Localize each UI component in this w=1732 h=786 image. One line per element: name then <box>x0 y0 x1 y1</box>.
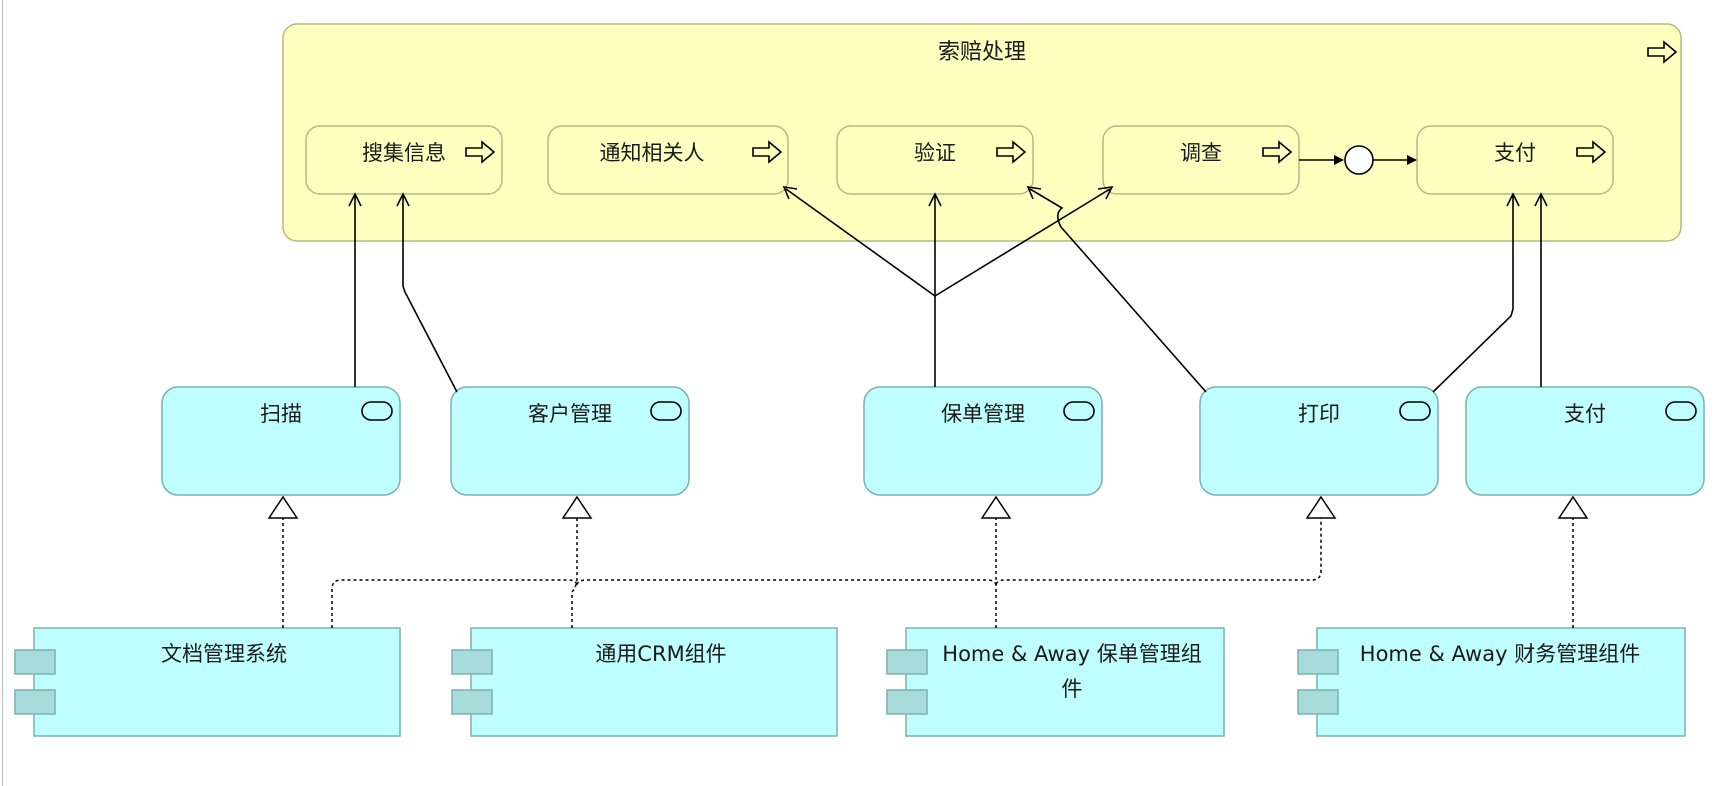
component-label: 件 <box>1062 677 1083 701</box>
subprocess-pay[interactable]: 支付 <box>1416 125 1614 195</box>
component-label: Home & Away 财务管理组件 <box>1360 642 1640 666</box>
component-document-mgmt[interactable]: 文档管理系统 <box>14 627 401 737</box>
subprocess-gather-info[interactable]: 搜集信息 <box>305 125 503 195</box>
service-pill-icon <box>1063 401 1095 421</box>
component-tab-icon <box>886 689 928 715</box>
junction-circle-icon <box>1344 145 1374 175</box>
component-tab-icon <box>1297 689 1339 715</box>
component-label: 通用CRM组件 <box>595 642 726 666</box>
subprocess-label: 验证 <box>914 141 956 165</box>
realization-triangle-icon <box>980 495 1012 519</box>
process-arrow-icon <box>752 140 783 164</box>
component-tab-icon <box>14 689 56 715</box>
realization-triangle-icon <box>1305 495 1337 519</box>
service-customer-mgmt[interactable]: 客户管理 <box>450 386 690 496</box>
trigger-flow-investigate-to-pay <box>1299 145 1417 175</box>
process-arrow-icon <box>996 140 1027 164</box>
process-arrow-icon <box>465 140 496 164</box>
subprocess-label: 调查 <box>1180 141 1222 165</box>
service-print[interactable]: 打印 <box>1199 386 1439 496</box>
component-tab-icon <box>1297 649 1339 675</box>
service-label: 客户管理 <box>528 402 612 426</box>
realization-triangle-icon <box>1557 495 1589 519</box>
subprocess-notify[interactable]: 通知相关人 <box>547 125 789 195</box>
service-pill-icon <box>1399 401 1431 421</box>
process-arrow-icon <box>1647 40 1678 64</box>
component-label: Home & Away 保单管理组 <box>942 642 1201 666</box>
service-label: 扫描 <box>260 402 302 426</box>
service-pill-icon <box>361 401 393 421</box>
serving-relations <box>348 185 1548 393</box>
subprocess-investigate[interactable]: 调查 <box>1102 125 1300 195</box>
service-label: 打印 <box>1298 402 1340 426</box>
component-tab-icon <box>451 689 493 715</box>
service-payment[interactable]: 支付 <box>1465 386 1705 496</box>
process-title: 索赔处理 <box>938 40 1026 65</box>
subprocess-label: 搜集信息 <box>362 141 446 165</box>
component-finance-mgmt[interactable]: Home & Away 财务管理组件 <box>1297 627 1686 737</box>
process-arrow-icon <box>1576 140 1607 164</box>
service-label: 支付 <box>1564 402 1606 426</box>
subprocess-label: 通知相关人 <box>600 141 705 165</box>
service-pill-icon <box>650 401 682 421</box>
service-pill-icon <box>1665 401 1697 421</box>
component-generic-crm[interactable]: 通用CRM组件 <box>451 627 838 737</box>
component-policy-mgmt[interactable]: Home & Away 保单管理组 件 <box>886 627 1225 737</box>
left-border <box>2 0 3 786</box>
realization-triangle-icon <box>561 495 593 519</box>
component-tab-icon <box>451 649 493 675</box>
component-label: 文档管理系统 <box>161 642 287 666</box>
component-tab-icon <box>14 649 56 675</box>
subprocess-verify[interactable]: 验证 <box>836 125 1034 195</box>
realization-relations <box>267 495 1589 628</box>
service-policy-mgmt[interactable]: 保单管理 <box>863 386 1103 496</box>
realization-triangle-icon <box>267 495 299 519</box>
process-arrow-icon <box>1262 140 1293 164</box>
service-label: 保单管理 <box>941 402 1025 426</box>
component-tab-icon <box>886 649 928 675</box>
subprocess-label: 支付 <box>1494 141 1536 165</box>
service-scan[interactable]: 扫描 <box>161 386 401 496</box>
